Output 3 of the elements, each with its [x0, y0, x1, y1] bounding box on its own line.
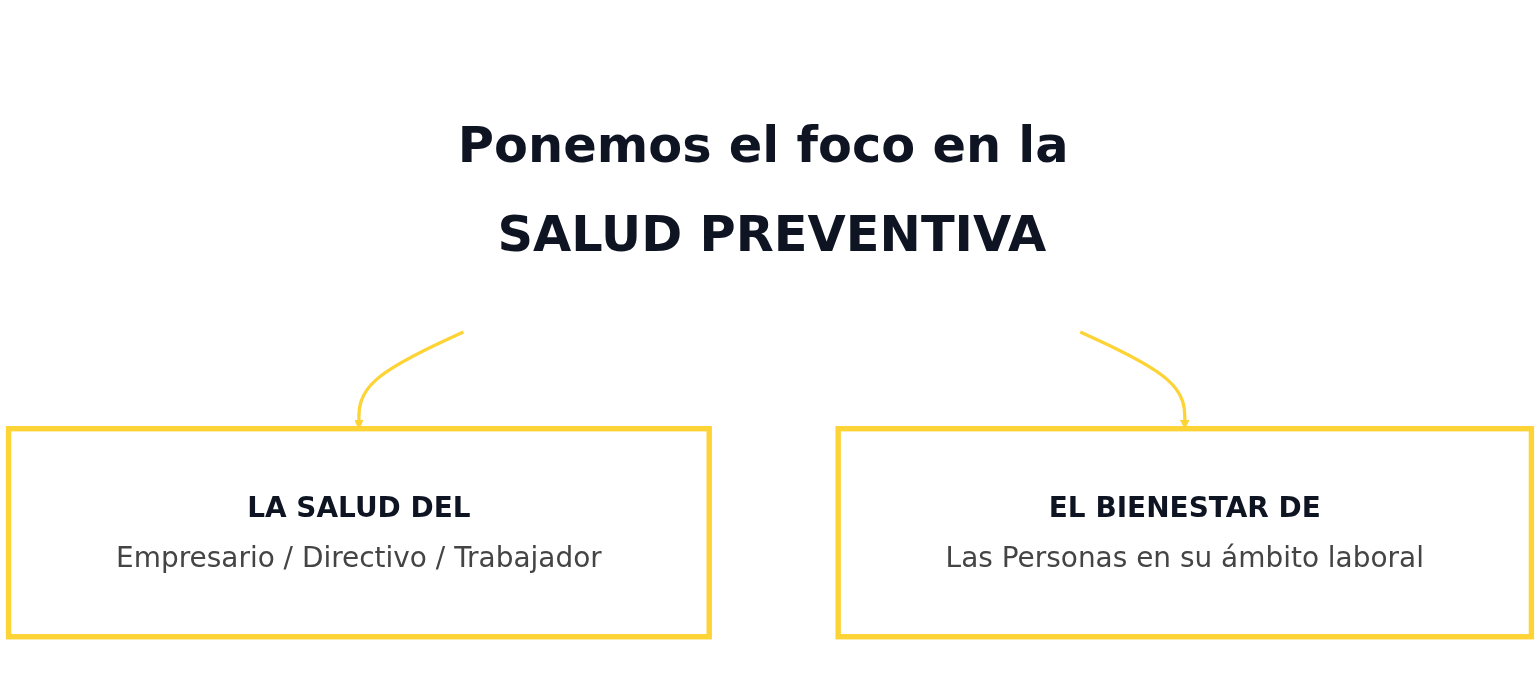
node-box: LA SALUD DEL Empresario / Directivo / Trabajador: [5, 426, 712, 640]
node-text: Ponemos el foco en la SALUD PREVENTIVA: [457, 115, 1069, 263]
node-box: EL BIENESTAR DE Las Personas en su ámbito laboral: [835, 426, 1535, 640]
